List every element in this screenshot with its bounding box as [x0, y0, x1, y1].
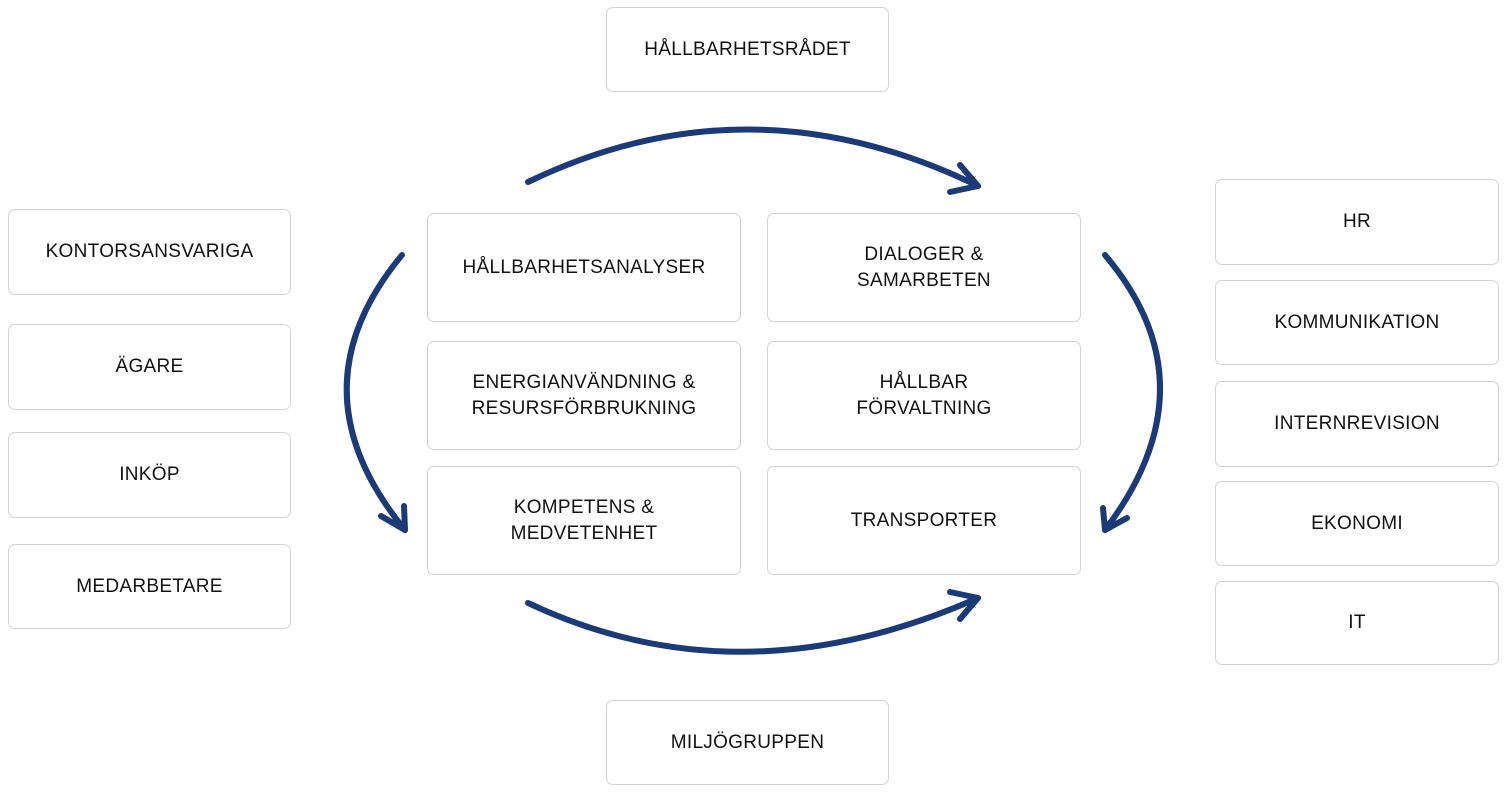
center-box: ENERGIANVÄNDNING & RESURSFÖRBRUKNING — [427, 341, 741, 450]
center-box: TRANSPORTER — [767, 466, 1081, 575]
center-box-label: HÅLLBAR FÖRVALTNING — [856, 371, 992, 419]
center-box: HÅLLBAR FÖRVALTNING — [767, 341, 1081, 450]
right-box: IT — [1215, 581, 1499, 665]
center-box: DIALOGER & SAMARBETEN — [767, 213, 1081, 322]
right-box-label: KOMMUNIKATION — [1274, 311, 1440, 333]
arrow-bottom-head — [947, 589, 981, 622]
right-box-label: EKONOMI — [1311, 512, 1403, 534]
right-box-label: INTERNREVISION — [1274, 413, 1440, 434]
center-box-label: KOMPETENS & MEDVETENHET — [510, 496, 658, 544]
right-box-label: IT — [1348, 612, 1366, 633]
arrow-left-head — [378, 503, 408, 533]
right-box: KOMMUNIKATION — [1215, 280, 1499, 365]
center-box-label: TRANSPORTER — [850, 509, 998, 531]
arrow-right-head — [1100, 505, 1130, 533]
arrow-top — [525, 126, 981, 189]
center-box-label: ENERGIANVÄNDNING & RESURSFÖRBRUKNING — [471, 371, 697, 419]
left-box: ÄGARE — [8, 324, 291, 410]
top-box-label: HÅLLBARHETSRÅDET — [644, 38, 851, 60]
bottom-box-label: MILJÖGRUPPEN — [670, 731, 825, 753]
right-box-label: HR — [1342, 211, 1372, 232]
arrow-bottom — [525, 595, 981, 655]
center-box: KOMPETENS & MEDVETENHET — [427, 466, 741, 575]
left-box-label: MEDARBETARE — [76, 575, 223, 597]
right-box: EKONOMI — [1215, 481, 1499, 566]
right-box: INTERNREVISION — [1215, 381, 1499, 467]
arrow-top-head — [947, 162, 981, 195]
left-box-label: ÄGARE — [115, 356, 184, 377]
right-box: HR — [1215, 179, 1499, 265]
left-box: MEDARBETARE — [8, 544, 291, 629]
left-box: KONTORSANSVARIGA — [8, 209, 291, 295]
center-box-label: DIALOGER & SAMARBETEN — [857, 243, 991, 291]
center-box: HÅLLBARHETSANALYSER — [427, 213, 741, 322]
left-box-label: INKÖP — [119, 464, 180, 485]
arrow-right — [1102, 252, 1163, 533]
center-box-label: HÅLLBARHETSANALYSER — [462, 256, 706, 278]
left-box-label: KONTORSANSVARIGA — [45, 241, 254, 262]
bottom-box: MILJÖGRUPPEN — [606, 700, 889, 785]
top-box: HÅLLBARHETSRÅDET — [606, 7, 889, 92]
arrow-left — [343, 252, 408, 533]
left-box: INKÖP — [8, 432, 291, 518]
